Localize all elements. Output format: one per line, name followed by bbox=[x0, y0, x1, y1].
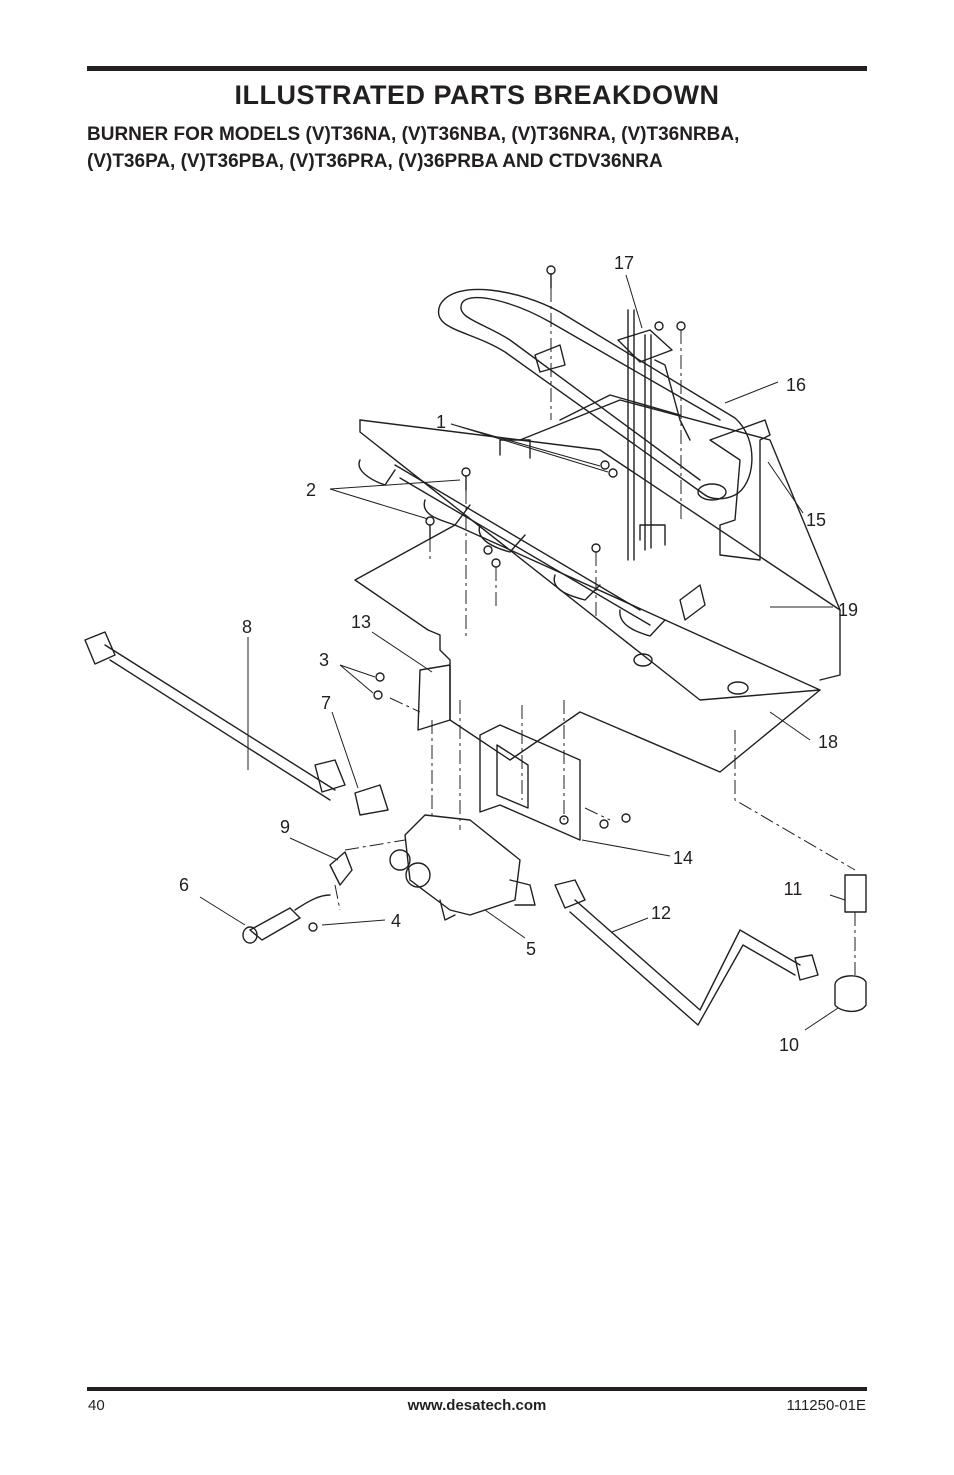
callout-14: 14 bbox=[673, 848, 693, 868]
callout-17: 17 bbox=[614, 253, 634, 273]
document-number: 111250-01E bbox=[786, 1397, 866, 1414]
burner-base-plate bbox=[354, 524, 821, 773]
callout-11: 11 bbox=[784, 879, 803, 899]
ignitor-9 bbox=[329, 851, 353, 886]
callout-18: 18 bbox=[818, 732, 838, 752]
website-link[interactable]: www.desatech.com bbox=[407, 1397, 547, 1414]
assembly-lines bbox=[334, 288, 856, 975]
pilot-bracket bbox=[709, 419, 771, 561]
callout-1: 1 bbox=[436, 412, 446, 432]
leader-lines bbox=[199, 274, 846, 1031]
fitting-7 bbox=[354, 784, 389, 816]
page-title: ILLUSTRATED PARTS BREAKDOWN bbox=[234, 80, 720, 110]
valve-bracket bbox=[479, 724, 581, 841]
elbow-10 bbox=[834, 975, 867, 1013]
callout-3: 3 bbox=[319, 650, 329, 670]
callout-19: 19 bbox=[838, 600, 858, 620]
thermocouple-6 bbox=[242, 894, 331, 944]
burner-brackets bbox=[358, 439, 706, 637]
callout-15: 15 bbox=[806, 510, 826, 530]
pilot-assembly bbox=[617, 309, 691, 561]
pilot-tubing bbox=[84, 631, 346, 801]
page-number: 40 bbox=[88, 1397, 105, 1414]
subtitle-line-1: BURNER FOR MODELS (V)T36NA, (V)T36NBA, (… bbox=[87, 124, 740, 145]
callout-16: 16 bbox=[786, 375, 806, 395]
burner-tube bbox=[437, 288, 753, 501]
callout-8: 8 bbox=[242, 617, 252, 637]
callout-12: 12 bbox=[651, 903, 671, 923]
subtitle-line-2: (V)T36PA, (V)T36PBA, (V)T36PRA, (V)36PRB… bbox=[87, 151, 663, 172]
top-rule bbox=[87, 66, 867, 71]
gas-line bbox=[554, 879, 819, 1026]
callout-10: 10 bbox=[779, 1035, 799, 1055]
bottom-rule bbox=[87, 1387, 867, 1391]
callout-6: 6 bbox=[179, 875, 189, 895]
page-subtitle: BURNER FOR MODELS (V)T36NA, (V)T36NBA, (… bbox=[87, 121, 877, 175]
callout-9: 9 bbox=[280, 817, 290, 837]
fitting-11 bbox=[844, 874, 867, 913]
callout-4: 4 bbox=[391, 911, 401, 931]
bracket-small bbox=[534, 344, 566, 373]
callout-7: 7 bbox=[321, 693, 331, 713]
gas-valve bbox=[389, 814, 536, 921]
callout-5: 5 bbox=[526, 939, 536, 959]
callout-2: 2 bbox=[306, 480, 316, 500]
callout-13: 13 bbox=[351, 612, 371, 632]
mounting-bracket bbox=[417, 664, 451, 731]
